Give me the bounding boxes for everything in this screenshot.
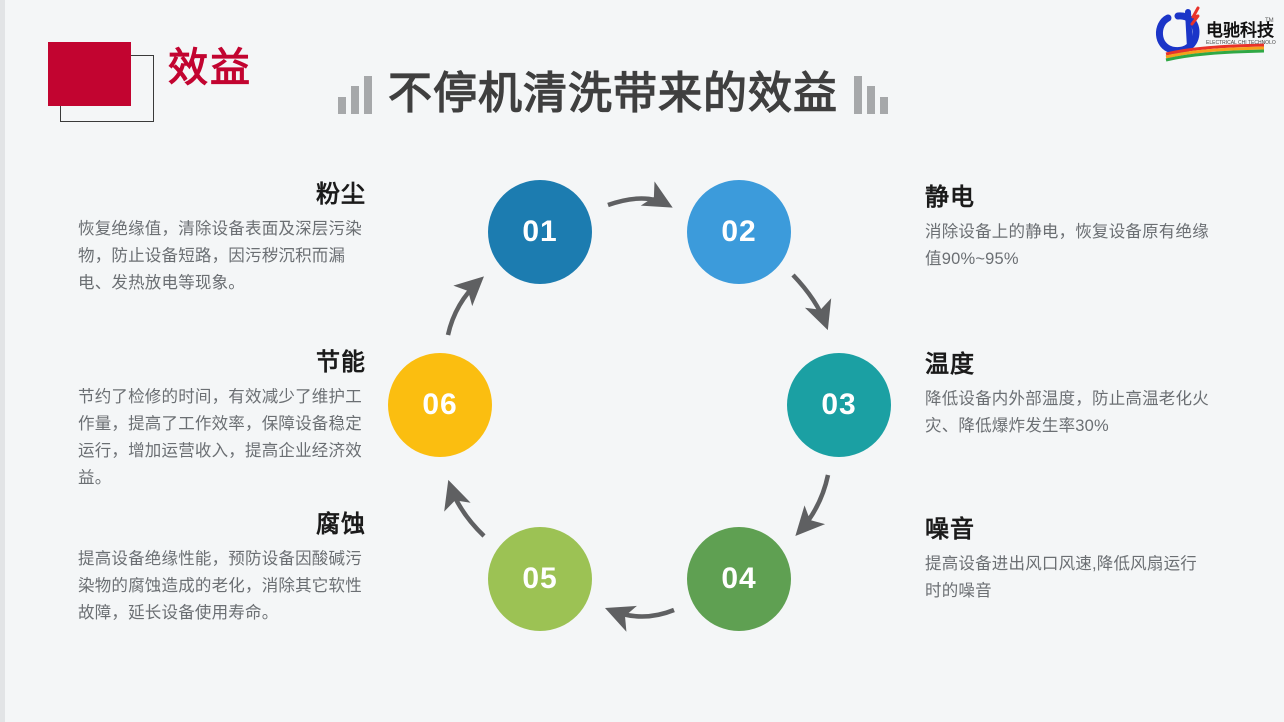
cycle-node-05[interactable]: 05 [488,527,592,631]
info-block-body: 消除设备上的静电，恢复设备原有绝缘值90%~95% [925,223,1209,269]
section-label: 效益 [168,46,252,90]
info-block-body: 提高设备绝缘性能，预防设备因酸碱污染物的腐蚀造成的老化，消除其它软性故障，延长设… [78,550,362,622]
info-block-heading: 节能 [316,349,366,376]
info-block-body: 提高设备进出风口风速,降低风扇运行时的噪音 [925,555,1197,601]
info-block-temperature: 温度 降低设备内外部温度，防止高温老化火灾、降低爆炸发生率30% [925,351,1213,440]
info-block-corrosion: 腐蚀 提高设备绝缘性能，预防设备因酸碱污染物的腐蚀造成的老化，消除其它软性故障，… [78,511,366,627]
bar-chart-icon-right [854,74,888,114]
badge-fill-shape [48,42,131,106]
info-block-energy-saving: 节能 节约了检修的时间，有效减少了维护工作量，提高了工作效率，保障设备稳定运行，… [78,349,366,491]
arrow-05-to-06 [444,479,486,538]
info-block-heading: 噪音 [925,516,975,543]
cycle-node-01[interactable]: 01 [488,180,592,284]
cycle-node-number: 06 [422,388,458,421]
cycle-node-03[interactable]: 03 [787,353,891,457]
arrow-04-to-05 [604,605,675,632]
cycle-node-number: 05 [522,562,558,595]
info-block-heading: 温度 [925,351,975,378]
section-badge [48,42,154,122]
title-block: 不停机清洗带来的效益 [338,72,888,116]
cycle-node-number: 04 [721,562,757,595]
info-block-noise: 噪音 提高设备进出风口风速,降低风扇运行时的噪音 [925,516,1213,605]
arrow-03-to-04 [795,474,831,536]
company-logo: 电驰科技 ELECTRICAL CHI TECHNOLOGY TM [1152,4,1284,62]
svg-text:TM: TM [1265,18,1274,24]
cycle-node-04[interactable]: 04 [687,527,791,631]
cycle-node-02[interactable]: 02 [687,180,791,284]
info-block-heading: 静电 [925,184,975,211]
svg-text:电驰科技: 电驰科技 [1206,20,1275,40]
arrow-06-to-01 [445,276,484,336]
svg-text:ELECTRICAL CHI TECHNOLOGY: ELECTRICAL CHI TECHNOLOGY [1206,40,1276,46]
info-block-body: 降低设备内外部温度，防止高温老化火灾、降低爆炸发生率30% [925,390,1209,436]
cycle-node-number: 02 [721,215,757,248]
left-edge-strip [0,0,5,722]
cycle-arrows [444,181,832,632]
arrow-02-to-03 [791,273,832,331]
arrow-01-to-02 [607,181,673,208]
cycle-diagram: 01 02 03 04 05 06 [380,160,900,660]
info-block-dust: 粉尘 恢复绝缘值，清除设备表面及深层污染物，防止设备短路，因污秽沉积而漏电、发热… [78,181,366,297]
info-block-heading: 粉尘 [316,181,366,208]
cycle-node-number: 01 [522,215,558,248]
info-block-static-electricity: 静电 消除设备上的静电，恢复设备原有绝缘值90%~95% [925,184,1213,273]
bar-chart-icon-left [338,74,372,114]
cycle-node-06[interactable]: 06 [388,353,492,457]
cycle-node-number: 03 [821,388,857,421]
info-block-body: 恢复绝缘值，清除设备表面及深层污染物，防止设备短路，因污秽沉积而漏电、发热放电等… [78,220,362,292]
info-block-heading: 腐蚀 [316,511,366,538]
logo-mark-icon: 电驰科技 ELECTRICAL CHI TECHNOLOGY TM [1156,6,1284,62]
info-block-body: 节约了检修的时间，有效减少了维护工作量，提高了工作效率，保障设备稳定运行，增加运… [78,388,362,487]
page-title: 不停机清洗带来的效益 [388,69,838,118]
